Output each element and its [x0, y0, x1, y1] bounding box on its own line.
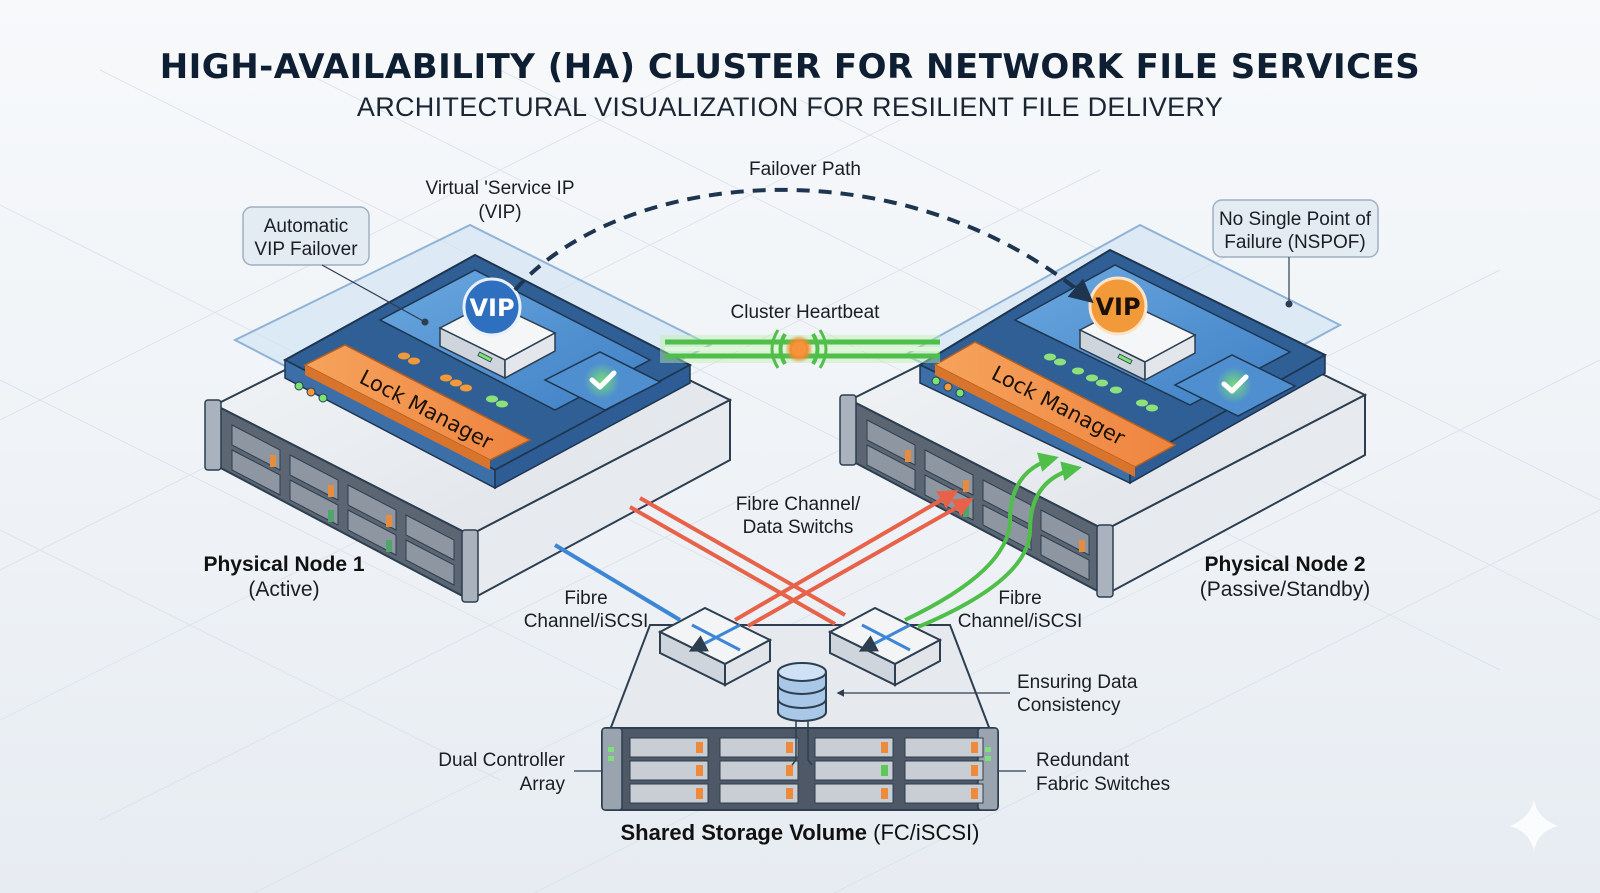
vip-label: VIP [469, 294, 514, 322]
physical-node-1: Lock Manager VIP Physical Node 1 [203, 223, 733, 603]
switch-arrows-icon [692, 623, 741, 650]
vip-badge-standby: VIP [1088, 276, 1148, 336]
drive-led [881, 788, 888, 799]
drive-led [786, 742, 793, 753]
svg-text:No Single Point of: No Single Point of [1219, 209, 1372, 230]
ensuring-line2: Consistency [1017, 695, 1121, 716]
node-1-name: Physical Node 1 [203, 553, 364, 576]
health-check-panel [543, 351, 662, 411]
cluster-heartbeat-link [660, 329, 940, 369]
drive-led [881, 742, 888, 753]
link-red [733, 489, 959, 622]
drive-bay [904, 783, 984, 804]
drive-bay [814, 783, 894, 804]
switch-arrows-icon [862, 623, 911, 650]
fabric-switch-left [657, 606, 773, 687]
link-green [904, 452, 1059, 622]
node-2-name: Physical Node 2 [1204, 553, 1365, 576]
drive-led [971, 765, 978, 776]
svg-text:VIP Failover: VIP Failover [254, 239, 358, 260]
dual-controller-line2: Array [520, 774, 566, 795]
vip-title-line2: (VIP) [478, 202, 521, 223]
drive-bay [629, 737, 709, 758]
failover-path-arrow [513, 187, 1094, 304]
link-red [629, 505, 836, 626]
drive-bay [629, 760, 709, 781]
drive-led [971, 788, 978, 799]
svg-text:Automatic: Automatic [264, 216, 348, 237]
drive-led [696, 742, 703, 753]
status-leds [931, 353, 1158, 412]
svg-text:Failure (NSPOF): Failure (NSPOF) [1224, 232, 1365, 253]
vip-label: VIP [1095, 293, 1140, 321]
check-icon [589, 370, 617, 390]
check-icon [1221, 374, 1249, 394]
failover-path-label: Failover Path [749, 159, 861, 180]
link-red [747, 498, 974, 628]
health-check-panel [1173, 354, 1297, 417]
drive-bay [814, 737, 894, 758]
sparkle-icon [1510, 800, 1558, 851]
drive-led [971, 742, 978, 753]
fibre-left-line1: Fibre [564, 588, 607, 609]
ensuring-line1: Ensuring Data [1017, 672, 1138, 693]
status-leds [294, 352, 508, 408]
link-green [917, 461, 1082, 629]
fc-data-switches-line2: Data Switchs [743, 517, 854, 538]
link-red [639, 496, 846, 617]
drive-bay [719, 737, 799, 758]
fibre-right-line2: Channel/iSCSI [958, 611, 1083, 632]
page-subtitle: ARCHITECTURAL VISUALIZATION FOR RESILIEN… [357, 92, 1223, 122]
cluster-heartbeat-label: Cluster Heartbeat [731, 302, 881, 323]
page-title: HIGH-AVAILABILITY (HA) CLUSTER FOR NETWO… [160, 47, 1421, 87]
callout-nspof: No Single Point of Failure (NSPOF) [1212, 199, 1379, 308]
drive-led [696, 765, 703, 776]
vip-title-line1: Virtual 'Service IP [425, 178, 574, 199]
fibre-right-line1: Fibre [998, 588, 1041, 609]
shared-storage-array [601, 624, 999, 811]
drive-bay [629, 783, 709, 804]
drive-led [696, 788, 703, 799]
database-icon [777, 662, 827, 766]
drive-led [786, 788, 793, 799]
physical-node-2: Lock Manager VIP Physical Node 2 (Passiv… [839, 223, 1370, 601]
redundant-line1: Redundant [1036, 750, 1130, 771]
fc-data-switches-line1: Fibre Channel/ [736, 494, 861, 515]
dual-controller-line1: Dual Controller [438, 750, 565, 771]
drive-bay [814, 760, 894, 781]
drive-bay [719, 760, 799, 781]
node-1-role: (Active) [248, 578, 319, 601]
link-blue [553, 543, 682, 622]
fibre-links [553, 452, 1082, 629]
drive-bay [719, 783, 799, 804]
drive-bays [629, 737, 984, 804]
drive-led [786, 765, 793, 776]
fibre-left-line2: Channel/iSCSI [524, 611, 649, 632]
node-2-role: (Passive/Standby) [1200, 578, 1370, 601]
drive-led [881, 765, 888, 776]
callout-automatic-vip-failover: Automatic VIP Failover [242, 206, 429, 326]
fabric-switch-right [827, 606, 943, 687]
vip-badge-active: VIP [462, 277, 522, 337]
drive-bay [904, 737, 984, 758]
redundant-line2: Fabric Switches [1036, 774, 1170, 795]
drive-bay [904, 760, 984, 781]
storage-volume-label: Shared Storage Volume (FC/iSCSI) [621, 820, 980, 845]
